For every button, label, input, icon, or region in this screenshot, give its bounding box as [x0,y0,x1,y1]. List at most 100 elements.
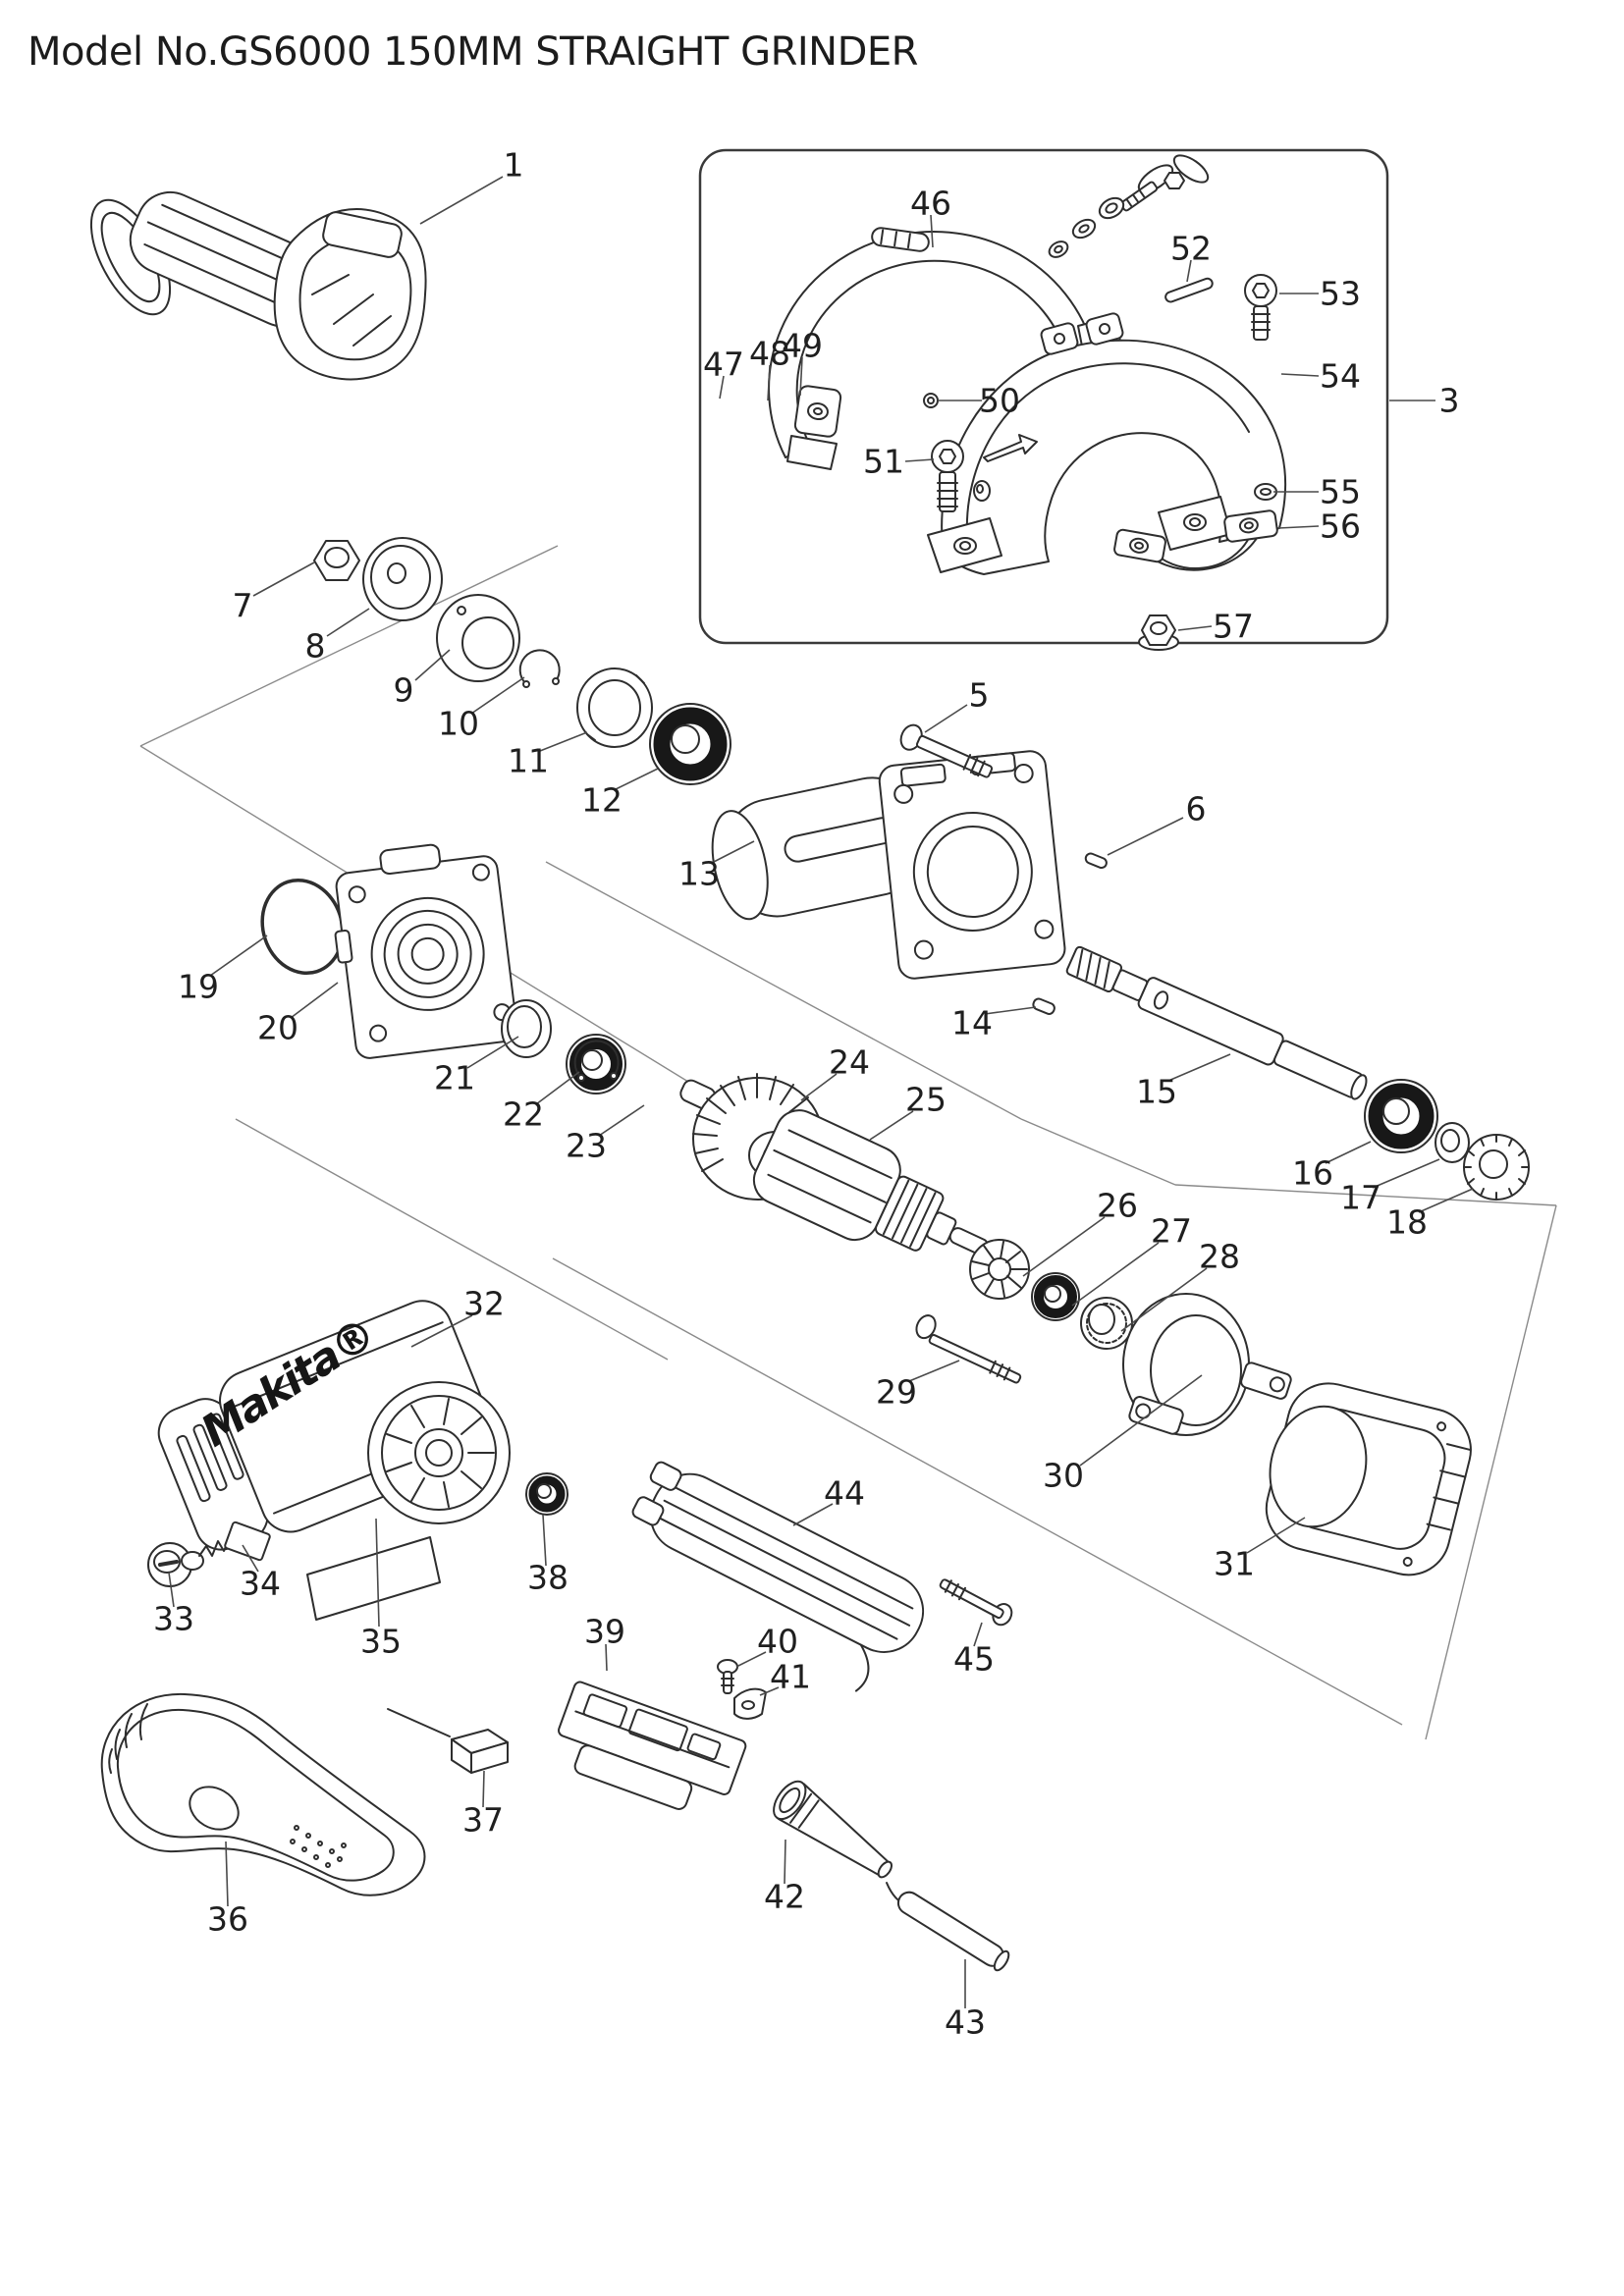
part-9-collar-drawing [436,594,520,682]
part-label-51: 51 [863,442,904,481]
part-label-24: 24 [829,1042,870,1082]
part-10-snap-ring-drawing [518,649,561,688]
part-34-carbon-brush-drawing [181,1521,271,1571]
part-50-o-ring-drawing [923,393,939,408]
wing-bolt-assembly-drawing [1048,154,1210,258]
part-label-36: 36 [207,1899,248,1939]
part-51-socket-bolt-drawing [931,440,964,512]
part-label-3: 3 [1438,381,1460,420]
part-label-50: 50 [979,381,1020,420]
part-label-22: 22 [503,1095,544,1134]
part-label-10: 10 [438,704,479,743]
part-label-11: 11 [508,741,549,780]
part-label-19: 19 [178,967,219,1006]
part-label-20: 20 [257,1008,298,1047]
part-label-45: 45 [953,1639,995,1679]
part-52-pin-drawing [1164,277,1214,303]
part-label-7: 7 [232,586,253,625]
part-7-nut-drawing [313,540,360,581]
part-26-fan-drawing [969,1239,1030,1300]
part-label-9: 9 [393,670,414,710]
part-label-38: 38 [527,1558,568,1597]
part-label-39: 39 [584,1612,625,1651]
part-36-rear-handle-drawing [100,1692,426,1896]
part-12-ball-bearing-drawing [649,703,731,785]
part-13-gear-housing-drawing [711,750,1066,980]
part-37-switch-button-drawing [387,1708,509,1774]
part-label-6: 6 [1185,789,1207,828]
part-56-clamp-drawing [1113,509,1278,571]
part-label-48: 48 [749,334,790,373]
part-label-18: 18 [1386,1202,1428,1242]
part-45-screw-drawing [939,1578,1013,1627]
part-8-washer-drawing [362,537,443,621]
part-label-56: 56 [1320,507,1361,546]
part-label-30: 30 [1043,1456,1084,1495]
part-label-5: 5 [968,675,990,715]
part-33-cap-drawing [147,1542,192,1587]
part-label-28: 28 [1199,1237,1240,1276]
part-40-screw-drawing [717,1659,738,1694]
part-label-23: 23 [566,1126,607,1165]
part-label-47: 47 [703,345,744,384]
part-28-retainer-drawing [1080,1297,1133,1350]
part-55-ring-drawing [1254,483,1277,501]
part-label-49: 49 [782,326,823,365]
part-23-snap-ring-drawing [573,1040,620,1082]
part-label-37: 37 [462,1800,504,1840]
part-6-pin-drawing [1084,852,1108,870]
part-label-32: 32 [463,1284,505,1323]
part-39-switch-drawing [558,1681,747,1810]
part-label-12: 12 [581,780,623,820]
part-53-socket-bolt-drawing [1244,274,1277,341]
part-18-rubber-wheel-drawing [1463,1134,1530,1201]
part-57-nut-drawing [1138,614,1179,651]
part-21-disc-drawing [501,999,552,1058]
leader-lines [168,176,1474,2008]
parts-artwork: Makita® [89,154,1530,1972]
part-label-53: 53 [1320,274,1361,313]
part-30-baffle-plate-drawing [1122,1293,1292,1436]
part-54-wheel-cover-drawing [927,312,1287,575]
part-43-cord-drawing [886,1882,1010,1972]
part-label-35: 35 [360,1622,402,1661]
part-44-handle-cover-drawing [631,1461,925,1692]
part-11-ring-drawing [576,667,653,748]
part-label-52: 52 [1170,229,1212,268]
part-15-spindle-drawing [1065,945,1368,1100]
part-label-26: 26 [1097,1186,1138,1225]
part-label-25: 25 [905,1080,947,1119]
part-1-handle-drawing [89,190,427,381]
part-label-29: 29 [876,1372,917,1412]
part-label-44: 44 [824,1473,865,1513]
part-label-16: 16 [1292,1153,1333,1193]
part-label-33: 33 [153,1599,194,1638]
part-label-1: 1 [503,145,524,185]
part-label-8: 8 [304,626,326,666]
part-16-ball-bearing-drawing [1364,1079,1438,1153]
part-label-40: 40 [757,1622,798,1661]
part-label-42: 42 [764,1877,805,1916]
part-42-boot-drawing [773,1780,893,1879]
part-label-46: 46 [910,184,951,223]
part-17-washer-drawing [1435,1122,1470,1163]
part-label-31: 31 [1214,1544,1255,1583]
part-label-21: 21 [434,1058,475,1097]
part-25-armature-drawing [752,1109,990,1255]
part-27-bearing-drawing [1031,1272,1080,1321]
part-14-pin-drawing [1032,997,1056,1015]
part-29-screw-drawing [915,1314,1022,1384]
part-label-55: 55 [1320,472,1361,511]
part-31-field-stator-drawing [1265,1382,1472,1576]
part-label-43: 43 [945,2002,986,2042]
part-label-17: 17 [1340,1178,1381,1217]
part-41-clamp-plate-drawing [733,1687,767,1720]
part-20-bearing-box-drawing [334,843,518,1059]
part-label-57: 57 [1213,607,1254,646]
part-label-34: 34 [240,1564,281,1603]
part-label-41: 41 [770,1657,811,1696]
part-35-nameplate-drawing [306,1536,441,1621]
part-label-15: 15 [1136,1072,1177,1111]
part-5-screw-drawing [899,723,994,778]
